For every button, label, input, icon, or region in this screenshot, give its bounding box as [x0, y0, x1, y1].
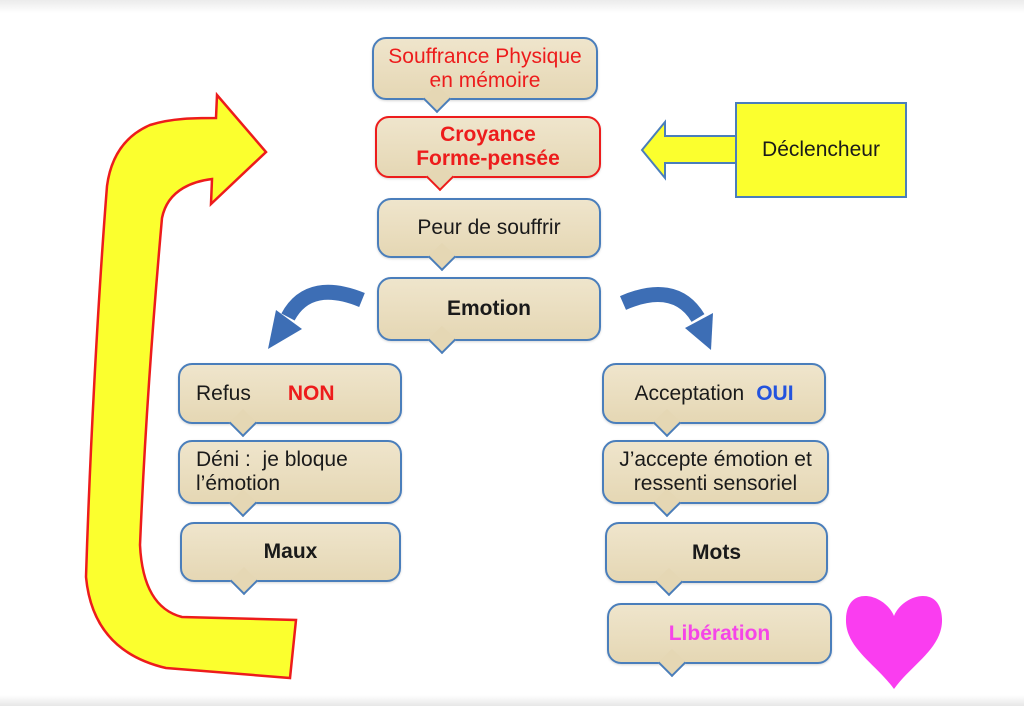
node-declencheur: Déclencheur: [735, 102, 907, 198]
node-maux: Maux: [180, 522, 401, 582]
node-jaccepte-emotion: J’accepte émotion et ressenti sensoriel: [602, 440, 829, 504]
node-croyance-forme-pensee: Croyance Forme-pensée: [375, 116, 601, 178]
heart-icon: [845, 596, 943, 689]
refus-non-badge: NON: [287, 381, 335, 405]
loop-arrow: [84, 91, 298, 680]
branch-right-arrow: [619, 286, 713, 350]
branch-left-arrow: [268, 284, 365, 349]
node-acceptation: Acceptation OUI: [602, 363, 826, 424]
node-emotion: Emotion: [377, 277, 601, 341]
node-refus: Refus NON: [178, 363, 402, 424]
node-liberation: Libération: [607, 603, 832, 664]
node-mots: Mots: [605, 522, 828, 583]
node-deni: Déni : je bloque l’émotion: [178, 440, 402, 504]
node-souffrance-physique: Souffrance Physique en mémoire: [372, 37, 598, 100]
trigger-arrow: [640, 119, 737, 181]
acceptation-oui-badge: OUI: [756, 381, 794, 405]
node-peur-de-souffrir: Peur de souffrir: [377, 198, 601, 258]
